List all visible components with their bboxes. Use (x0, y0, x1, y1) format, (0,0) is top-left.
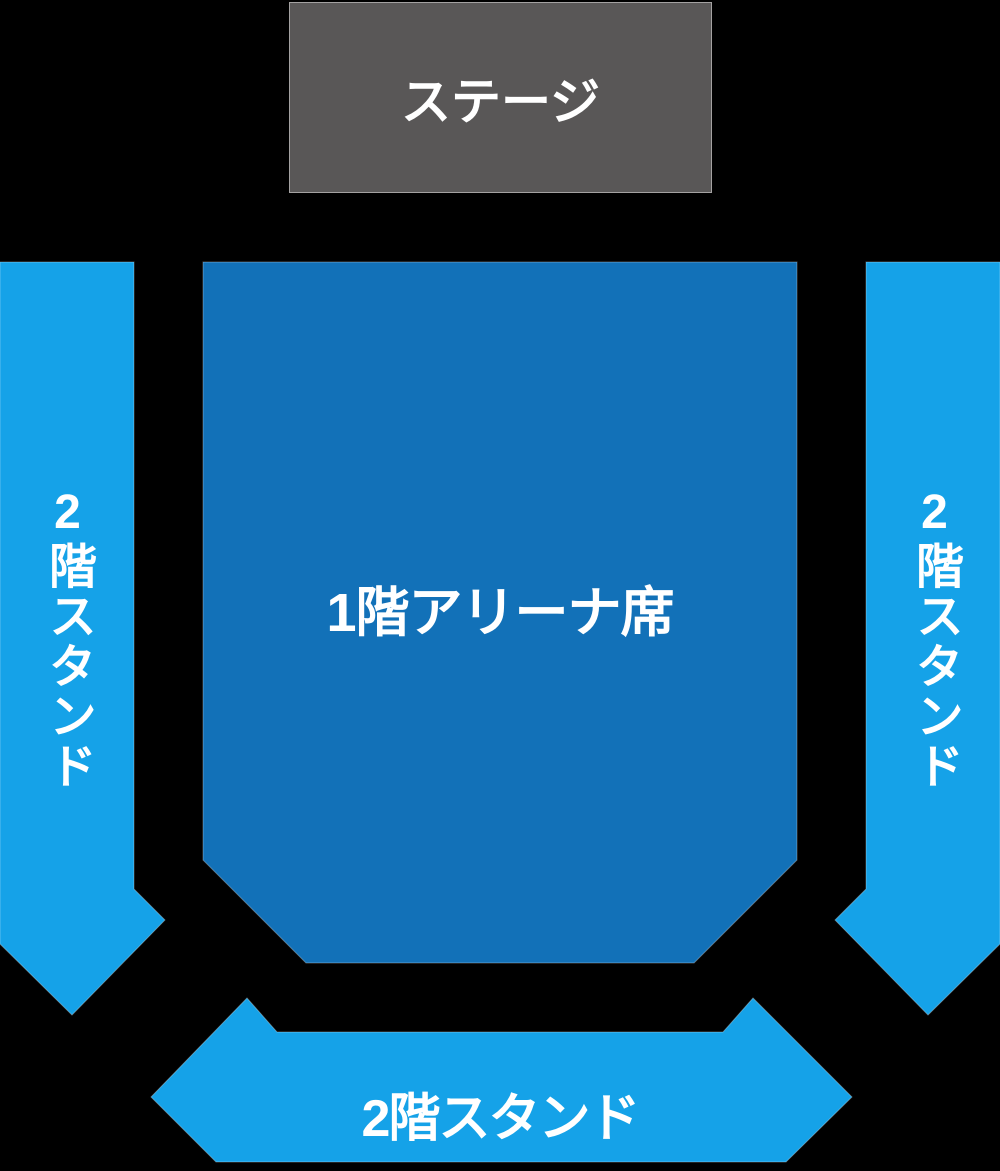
bottom-stand-label: 2階スタンド (361, 1090, 641, 1148)
left-stand-label: 2階スタンド (41, 486, 94, 791)
stage-label: ステージ (401, 73, 600, 130)
right-stand-label: 2階スタンド (908, 486, 961, 791)
arena-area-shape (202, 261, 798, 964)
arena-label: 1階アリーナ席 (326, 583, 674, 643)
stage-block: ステージ (289, 2, 712, 193)
left-stand-shape (0, 261, 166, 1016)
bottom-stand-shape (150, 997, 853, 1163)
right-stand-shape (834, 261, 1000, 1016)
